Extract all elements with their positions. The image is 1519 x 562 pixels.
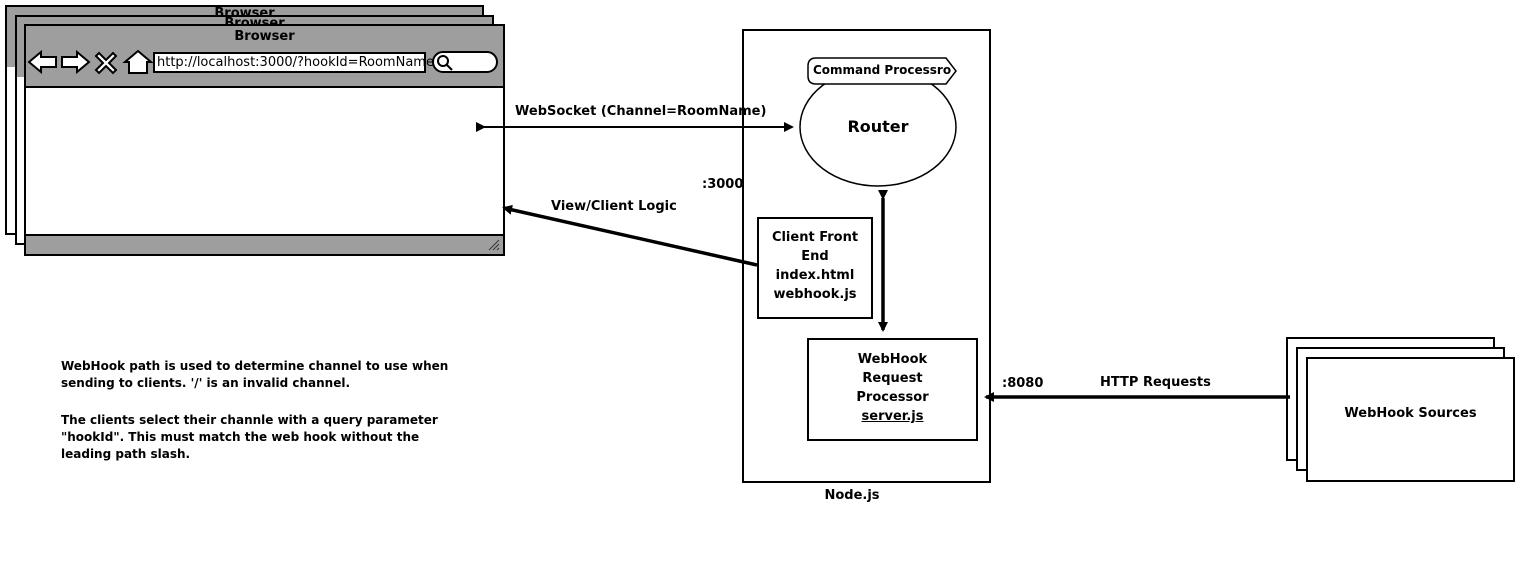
client-front-end-file: webhook.js <box>773 287 857 302</box>
command-processor-tag <box>807 57 957 85</box>
port-3000-label: :3000 <box>702 177 744 192</box>
client-front-end-line: Client Front <box>771 230 859 245</box>
client-front-end-line: End <box>801 249 829 264</box>
port-8080-label: :8080 <box>1002 376 1044 391</box>
note-line: The clients select their channle with a … <box>61 413 438 427</box>
url-field[interactable]: http://localhost:3000/?hookId=RoomName <box>153 52 434 73</box>
nodejs-label: Node.js <box>824 488 880 503</box>
browser-window: Browser http://localhost:3000/?hookId=Ro… <box>24 24 505 256</box>
note-line: sending to clients. '/' is an invalid ch… <box>61 376 351 390</box>
webhook-processor-file: server.js <box>861 409 924 424</box>
notes-text: WebHook path is used to determine channe… <box>61 358 481 463</box>
home-icon[interactable] <box>122 49 154 75</box>
view-logic-label: View/Client Logic <box>551 199 677 214</box>
browser-statusbar <box>26 234 503 254</box>
webhook-processor-line: Processor <box>856 390 929 405</box>
browser-title: Browser <box>234 29 295 44</box>
websocket-label: WebSocket (Channel=RoomName) <box>515 104 767 119</box>
note-line: leading path slash. <box>61 447 191 461</box>
search-field[interactable] <box>432 51 498 73</box>
close-icon[interactable] <box>93 50 119 76</box>
note-line: "hookId". This must match the web hook w… <box>61 430 420 444</box>
back-arrow-icon[interactable] <box>27 49 58 75</box>
router-label: Router <box>847 117 909 136</box>
http-requests-label: HTTP Requests <box>1100 375 1211 390</box>
resize-grip-icon[interactable] <box>488 239 500 251</box>
note-line: WebHook path is used to determine channe… <box>61 359 449 373</box>
webhook-sources-box <box>1306 357 1515 482</box>
webhook-processor-box: WebHook Request Processor server.js <box>807 338 978 441</box>
client-front-end-file: index.html <box>775 268 855 283</box>
client-front-end-box: Client Front End index.html webhook.js <box>757 217 873 319</box>
webhook-processor-line: Request <box>862 371 923 386</box>
webhook-processor-line: WebHook <box>857 352 928 367</box>
view-logic-connector <box>502 204 758 267</box>
search-icon <box>437 55 453 71</box>
webhook-sources-label: WebHook Sources <box>1344 406 1477 421</box>
command-processor-label: Command Processro <box>812 63 952 77</box>
forward-arrow-icon[interactable] <box>60 49 91 75</box>
